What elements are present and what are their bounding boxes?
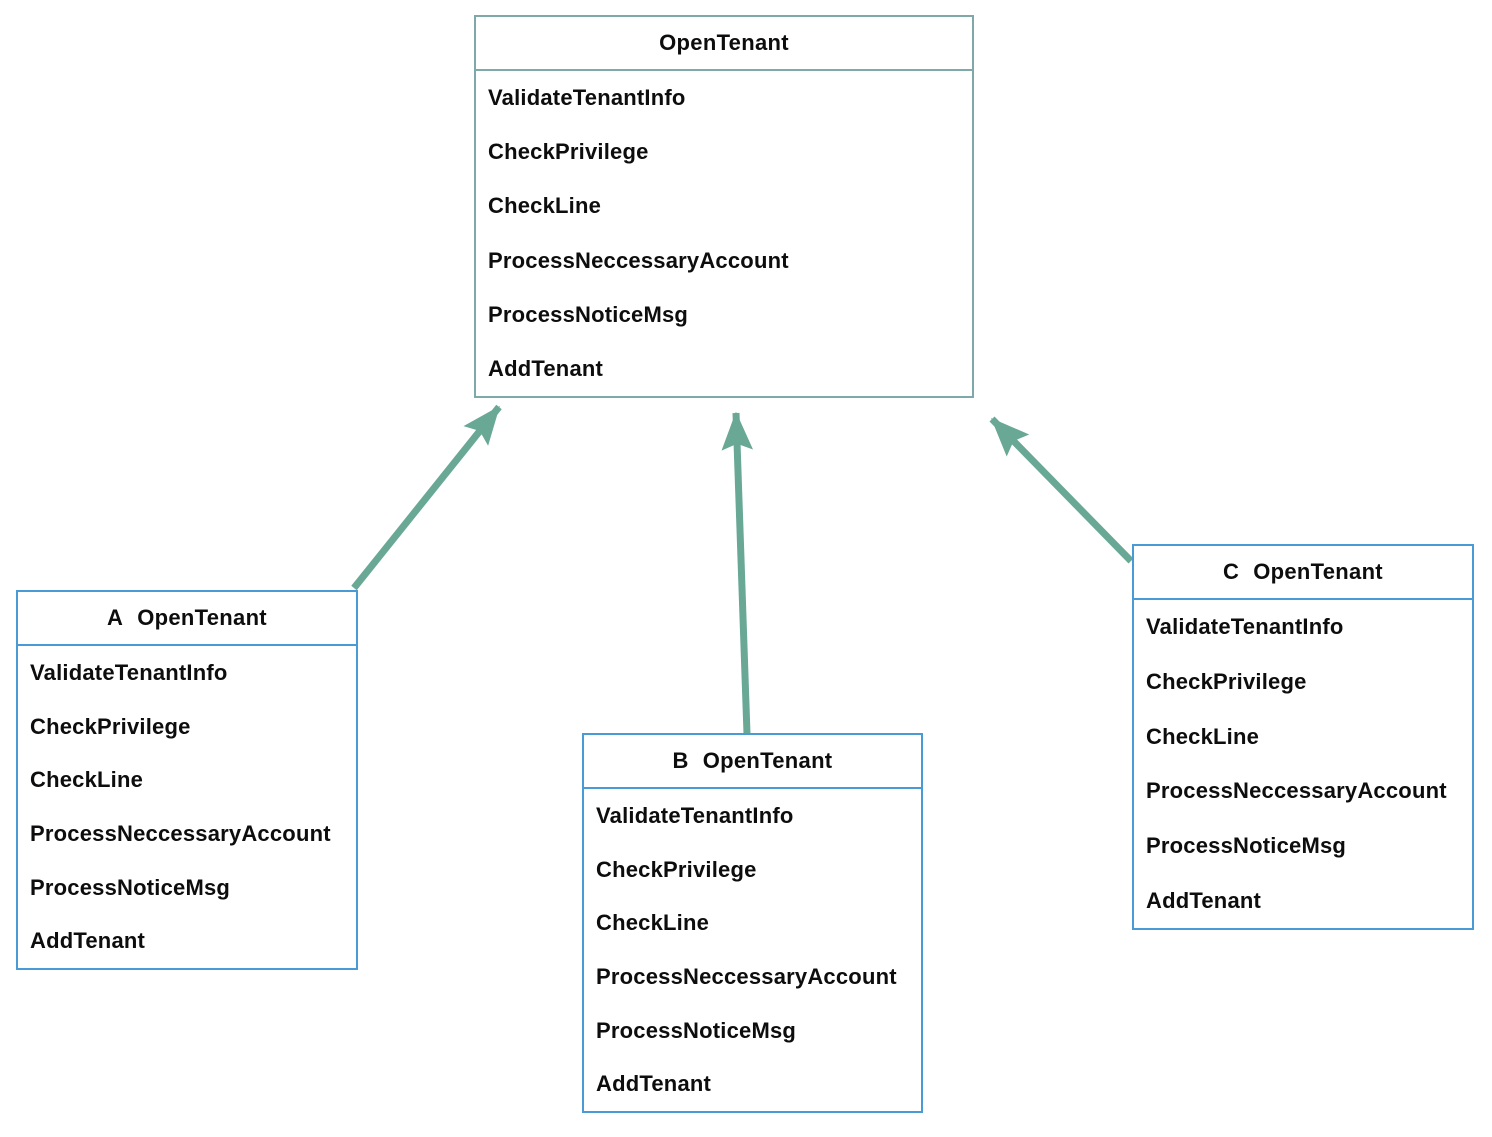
class-title-name: OpenTenant xyxy=(1253,559,1383,584)
method-item: CheckPrivilege xyxy=(488,139,649,165)
class-title-name: OpenTenant xyxy=(137,605,267,630)
method-list: ValidateTenantInfo CheckPrivilege CheckL… xyxy=(1134,600,1472,928)
class-box-b-opentenant: B OpenTenant ValidateTenantInfo CheckPri… xyxy=(582,733,923,1113)
class-box-a-opentenant: A OpenTenant ValidateTenantInfo CheckPri… xyxy=(16,590,358,970)
class-title: OpenTenant xyxy=(476,17,972,71)
method-item: CheckPrivilege xyxy=(596,856,757,882)
class-title-prefix: B xyxy=(672,748,689,773)
method-item: ProcessNoticeMsg xyxy=(596,1017,797,1043)
method-item: ValidateTenantInfo xyxy=(596,802,794,828)
inheritance-arrow-c-to-parent xyxy=(989,416,1134,564)
method-item: ProcessNeccessaryAccount xyxy=(1146,778,1447,804)
method-list: ValidateTenantInfo CheckPrivilege CheckL… xyxy=(476,71,972,396)
method-item: ProcessNoticeMsg xyxy=(1146,833,1347,859)
class-title: A OpenTenant xyxy=(18,592,356,646)
method-list: ValidateTenantInfo CheckPrivilege CheckL… xyxy=(18,646,356,968)
method-item: AddTenant xyxy=(1146,887,1262,913)
method-item: AddTenant xyxy=(488,355,604,381)
method-item: ValidateTenantInfo xyxy=(30,659,228,685)
class-title: B OpenTenant xyxy=(584,735,921,789)
method-item: CheckPrivilege xyxy=(1146,669,1307,694)
class-box-c-opentenant: C OpenTenant ValidateTenantInfo CheckPri… xyxy=(1132,544,1474,930)
method-item: ProcessNeccessaryAccount xyxy=(596,963,897,989)
class-title-name: OpenTenant xyxy=(659,30,789,55)
method-item: ValidateTenantInfo xyxy=(1146,614,1344,640)
inheritance-arrow-b-to-parent xyxy=(721,411,754,735)
method-item: ProcessNeccessaryAccount xyxy=(488,247,789,273)
class-title-prefix: C xyxy=(1223,559,1240,584)
method-item: CheckLine xyxy=(488,193,602,219)
class-title-name: OpenTenant xyxy=(702,748,833,773)
method-item: ProcessNeccessaryAccount xyxy=(30,820,331,846)
class-title: C OpenTenant xyxy=(1134,546,1472,600)
method-item: ProcessNoticeMsg xyxy=(30,874,231,900)
method-item: CheckLine xyxy=(1146,723,1260,749)
class-title-prefix: A xyxy=(107,605,124,630)
method-item: ValidateTenantInfo xyxy=(488,85,686,111)
method-list: ValidateTenantInfo CheckPrivilege CheckL… xyxy=(584,789,921,1111)
method-item: CheckPrivilege xyxy=(30,713,191,739)
method-item: AddTenant xyxy=(30,928,146,954)
inheritance-arrow-a-to-parent xyxy=(351,404,502,591)
method-item: AddTenant xyxy=(596,1071,712,1097)
method-item: ProcessNoticeMsg xyxy=(488,301,689,327)
class-box-opentenant: OpenTenant ValidateTenantInfo CheckPrivi… xyxy=(474,15,974,398)
method-item: CheckLine xyxy=(30,767,144,793)
method-item: CheckLine xyxy=(596,910,710,936)
